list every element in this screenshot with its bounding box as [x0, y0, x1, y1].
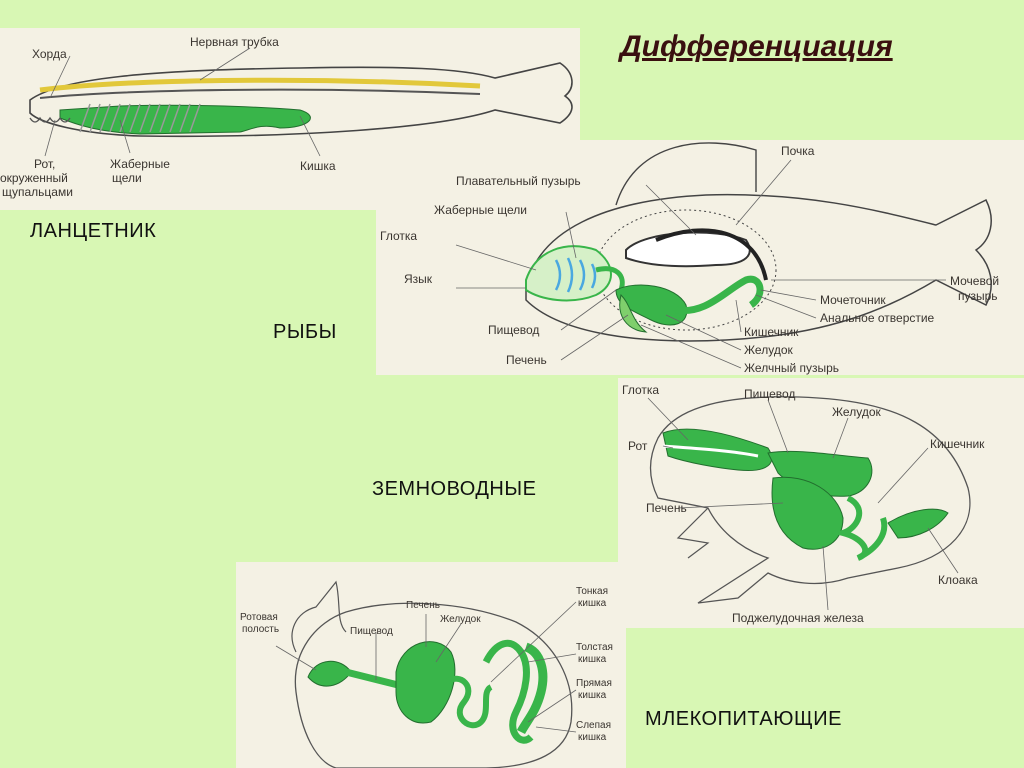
frog-intestine [832, 495, 888, 561]
rabbit-label-cecum-1: Слепая [576, 720, 611, 731]
caption-mammals: МЛЕКОПИТАЮЩИЕ [645, 708, 842, 730]
fish-label-gill-slits: Жаберные щели [434, 203, 527, 217]
label-neural-tube: Нервная трубка [190, 35, 279, 49]
lancelet-diagram: Хорда Нервная трубка Рот, окруженный щуп… [0, 28, 580, 210]
fish-label-pharynx: Глотка [380, 229, 417, 243]
fish-body-outline [525, 193, 992, 342]
frog-label-esophagus: Пищевод [744, 387, 795, 401]
rabbit-large-intestine [482, 639, 534, 744]
fish-label-intestine: Кишечник [744, 325, 799, 339]
label-chord: Хорда [32, 47, 67, 61]
rabbit-cecum [516, 642, 548, 735]
lancelet-tentacles [29, 116, 71, 123]
fish-kidney [655, 228, 768, 281]
lancelet-gill-slits [79, 103, 201, 133]
frog-label-mouth: Рот [628, 439, 648, 453]
fish-body-cavity [595, 209, 777, 331]
rabbit-label-rectum-1: Прямая [576, 678, 612, 689]
rabbit-label-small-int-1: Тонкая [576, 586, 608, 597]
label-gills-2: щели [112, 171, 142, 185]
frog-label-intestine: Кишечник [930, 437, 985, 451]
fish-label-liver: Печень [506, 353, 547, 367]
fish-gill-slits [554, 257, 597, 293]
rabbit-label-cecum-2: кишка [578, 732, 607, 743]
rabbit-label-esophagus: Пищевод [350, 626, 393, 637]
frog-label-pharynx: Глотка [622, 383, 659, 397]
rabbit-label-small-int-2: кишка [578, 598, 607, 609]
fish-esophagus [595, 266, 625, 291]
frog-foreleg [676, 507, 710, 559]
fish-label-urinary-bladder-2: пузырь [958, 289, 998, 303]
fish-label-anus: Анальное отверстие [820, 311, 935, 325]
fish-label-tongue: Язык [404, 272, 433, 286]
fish-diagram: Почка Плавательный пузырь Жаберные щели … [376, 140, 1024, 375]
fish-label-ureter: Мочеточник [820, 293, 886, 307]
rabbit-label-liver: Печень [406, 600, 440, 611]
frog-cloaca-region [887, 508, 949, 539]
rabbit-diagram: Ротовая полость Пищевод Печень Желудок Т… [236, 562, 626, 768]
caption-amphibians: ЗЕМНОВОДНЫЕ [372, 478, 537, 500]
rabbit-small-intestine [444, 675, 493, 729]
fish-label-urinary-bladder-1: Мочевой [950, 274, 999, 288]
label-mouth-3: щупальцами [2, 185, 73, 199]
frog-mouth [662, 444, 759, 458]
lancelet-body-outline [29, 62, 573, 138]
lancelet-neural-tube [39, 77, 481, 93]
label-gut: Кишка [300, 159, 336, 173]
lancelet-chord [39, 88, 481, 99]
fish-liver [619, 294, 648, 333]
fish-label-swim-bladder: Плавательный пузырь [456, 174, 581, 188]
frog-body-outline [649, 396, 971, 604]
rabbit-label-stomach: Желудок [440, 614, 481, 625]
fish-label-kidney: Почка [781, 144, 815, 158]
frog-label-stomach: Желудок [832, 405, 881, 419]
caption-fish: РЫБЫ [273, 321, 337, 343]
rabbit-head [291, 580, 347, 653]
fish-intestine [675, 275, 764, 315]
frog-label-pancreas: Поджелудочная железа [732, 611, 864, 625]
fish-dorsal-fin [615, 142, 757, 206]
caption-lancelet: ЛАНЦЕТНИК [30, 220, 157, 242]
rabbit-oral-cavity [307, 660, 352, 687]
rabbit-stomach-liver [395, 641, 456, 724]
label-mouth-1: Рот, [34, 157, 55, 171]
rabbit-label-rectum-2: кишка [578, 690, 607, 701]
fish-label-esophagus: Пищевод [488, 323, 539, 337]
frog-liver [771, 476, 844, 550]
fish-label-stomach: Желудок [744, 343, 793, 357]
rabbit-label-oral-cavity-2: полость [242, 624, 279, 635]
slide-title: Дифференциация [620, 30, 893, 63]
label-gills-1: Жаберные [110, 157, 170, 171]
fish-pharynx [525, 245, 612, 302]
rabbit-label-oral-cavity-1: Ротовая [240, 612, 278, 623]
label-mouth-2: окруженный [0, 171, 68, 185]
rabbit-label-large-int-2: кишка [578, 654, 607, 665]
frog-label-liver: Печень [646, 501, 687, 515]
frog-diagram: Глотка Пищевод Желудок Рот Кишечник Пече… [618, 378, 1024, 628]
fish-label-gallbladder: Желчный пузырь [744, 361, 839, 375]
rabbit-label-large-int-1: Толстая [576, 642, 613, 653]
frog-label-cloaca: Клоака [938, 573, 978, 587]
